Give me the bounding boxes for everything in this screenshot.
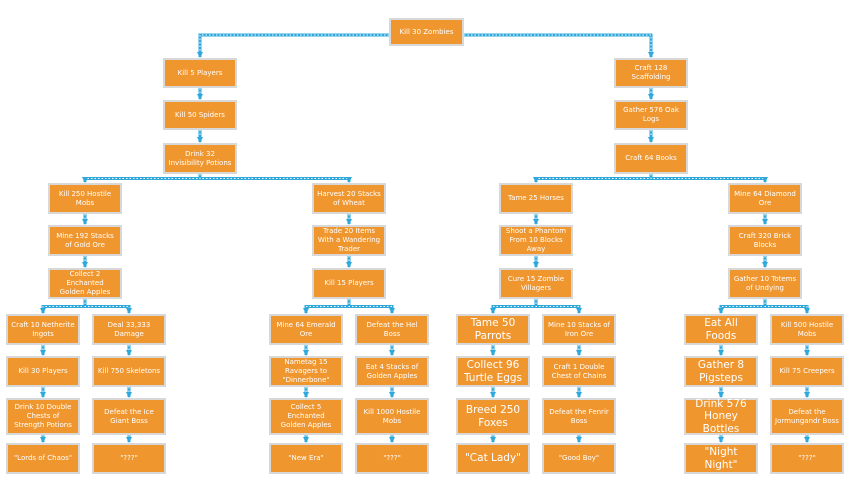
connector-arrow <box>198 33 389 57</box>
quest-node: "Cat Lady" <box>456 443 530 474</box>
quest-node: "???" <box>355 443 429 474</box>
quest-node: Cure 15 Zombie Villagers <box>499 268 573 299</box>
quest-node: Drink 32 Invisibility Potions <box>163 143 237 174</box>
quest-node: "???" <box>92 443 166 474</box>
connector-arrow <box>464 34 652 57</box>
quest-node: Mine 10 Stacks of Iron Ore <box>542 314 616 345</box>
connector-arrow <box>535 299 582 314</box>
quest-node: Craft 128 Scaffolding <box>614 58 688 88</box>
quest-node: Defeat the Fenrir Boss <box>542 398 616 435</box>
quest-node: Kill 5 Players <box>163 58 237 88</box>
quest-node: Eat All Foods <box>684 314 758 345</box>
quest-node: Tame 50 Parrots <box>456 314 530 345</box>
quest-node: Kill 75 Creepers <box>770 356 844 387</box>
quest-node: Trade 20 Items With a Wandering Trader <box>312 225 386 256</box>
quest-node: Collect 5 Enchanted Golden Apples <box>269 398 343 435</box>
quest-node: Eat 4 Stacks of Golden Apples <box>355 356 429 387</box>
quest-node: Mine 64 Emerald Ore <box>269 314 343 345</box>
connector-arrow <box>464 34 654 58</box>
quest-node: Harvest 20 Stacks of Wheat <box>312 183 386 214</box>
quest-node: Gather 8 Pigsteps <box>684 356 758 387</box>
quest-node: Kill 500 Hostile Mobs <box>770 314 844 345</box>
quest-node: Kill 50 Spiders <box>163 100 237 130</box>
quest-node: Kill 15 Players <box>312 268 386 299</box>
quest-node: Craft 320 Brick Blocks <box>728 225 802 256</box>
connector-arrow <box>199 34 389 57</box>
quest-node: Kill 750 Skeletons <box>92 356 166 387</box>
quest-node: Craft 1 Double Chest of Chains <box>542 356 616 387</box>
quest-node: Defeat the Ice Giant Boss <box>92 398 166 435</box>
connector-arrow <box>197 34 389 58</box>
connector-arrow <box>348 299 395 314</box>
quest-node: "Night Night" <box>684 443 758 474</box>
quest-node: Kill 30 Players <box>6 356 80 387</box>
quest-node: Gather 576 Oak Logs <box>614 100 688 130</box>
quest-node: Kill 1000 Hostile Mobs <box>355 398 429 435</box>
connector-arrow <box>650 174 768 183</box>
quest-node: Deal 33,333 Damage <box>92 314 166 345</box>
quest-node: "???" <box>770 443 844 474</box>
quest-node: Nametag 15 Ravagers to "Dinnerbone" <box>269 356 343 387</box>
connector-arrow <box>198 174 351 182</box>
connector-arrow <box>464 33 653 57</box>
quest-node: Mine 192 Stacks of Gold Ore <box>48 225 122 256</box>
quest-node: Collect 2 Enchanted Golden Apples <box>48 268 122 299</box>
quest-node: "Lords of Chaos" <box>6 443 80 474</box>
connector-arrow <box>84 299 132 314</box>
quest-node: Kill 250 Hostile Mobs <box>48 183 122 214</box>
quest-node: Kill 30 Zombies <box>389 18 464 46</box>
quest-node: Gather 10 Totems of Undying <box>728 268 802 299</box>
quest-node: "New Era" <box>269 443 343 474</box>
quest-node: Drink 10 Double Chests of Strength Potio… <box>6 398 80 435</box>
quest-node: Defeat the Hel Boss <box>355 314 429 345</box>
quest-node: "Good Boy" <box>542 443 616 474</box>
quest-node: Defeat the Jormungandr Boss <box>770 398 844 435</box>
quest-node: Shoot a Phantom From 10 Blocks Away <box>499 225 573 256</box>
quest-node: Breed 250 Foxes <box>456 398 530 435</box>
quest-node: Collect 96 Turtle Eggs <box>456 356 530 387</box>
quest-node: Drink 576 Honey Bottles <box>684 398 758 435</box>
quest-node: Craft 64 Books <box>614 143 688 174</box>
connector-arrow <box>199 174 352 183</box>
quest-node: Tame 25 Horses <box>499 183 573 214</box>
quest-node: Mine 64 Diamond Ore <box>728 183 802 214</box>
quest-node: Craft 10 Netherite Ingots <box>6 314 80 345</box>
connector-arrow <box>764 299 810 314</box>
